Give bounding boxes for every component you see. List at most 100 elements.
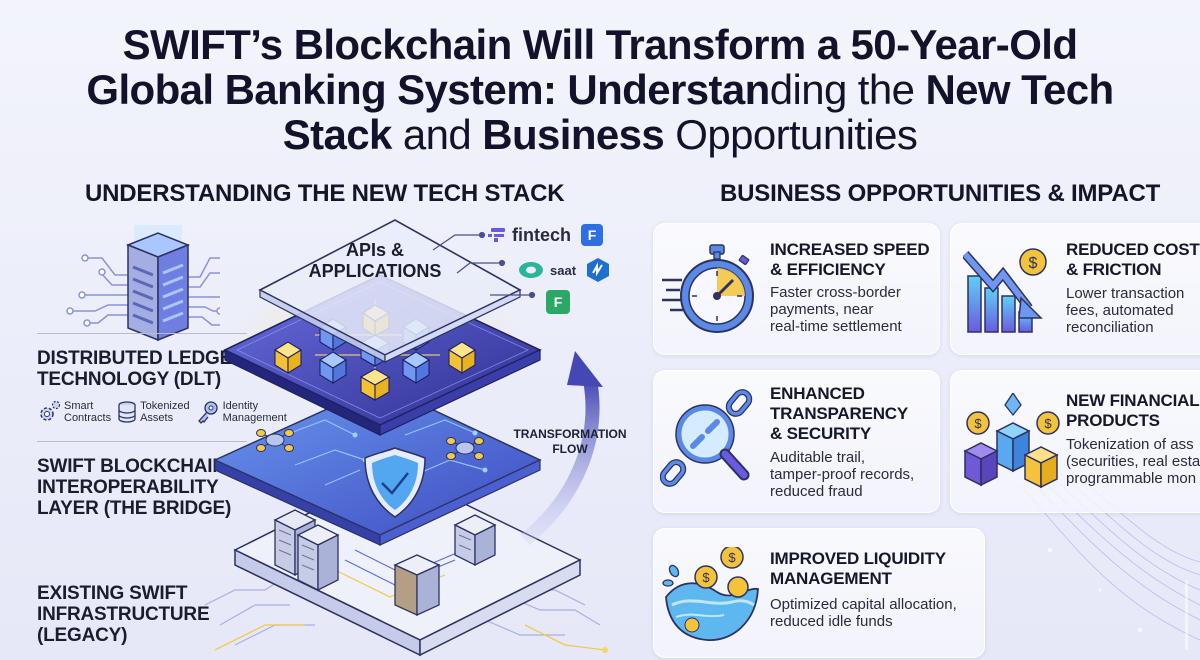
desc-line: Optimized capital allocation, [770, 596, 957, 613]
saat-badge-icon [587, 258, 610, 282]
title-line: IMPROVED LIQUIDITY [770, 549, 946, 568]
svg-text:$: $ [1029, 255, 1038, 272]
title-line: TRANSPARENCY [770, 404, 909, 423]
feature-text: Smart [64, 400, 94, 412]
desc-line: payments, near [770, 301, 874, 318]
desc-line: Faster cross-border [770, 284, 901, 301]
tech-stack-diagram [204, 219, 608, 657]
label-line: APIs & [345, 240, 405, 260]
card-title: REDUCED COSTS& FRICTION [1066, 240, 1200, 280]
desc-line: Lower transaction [1066, 285, 1185, 302]
partner-fintech[interactable]: fintech F [488, 224, 604, 246]
legacy-layer-label: EXISTING SWIFT INFRASTRUCTURE (LEGACY) [37, 583, 210, 646]
transformation-flow-label: TRANSFORMATION FLOW [505, 427, 635, 457]
server-circuit-icon [66, 225, 220, 342]
feature-text: Identity [222, 400, 259, 412]
partner-name: saat [550, 262, 577, 278]
title-line: REDUCED COSTS [1066, 240, 1200, 259]
title-line: PRODUCTS [1066, 411, 1160, 430]
title-text: Global Banking System: Understan [86, 66, 770, 113]
title-line: NEW FINANCIAL [1066, 391, 1200, 410]
title-text: Opportunities [664, 111, 918, 158]
cost-down-chart-icon: $ [963, 248, 1047, 333]
svg-text:$: $ [728, 550, 736, 565]
desc-line: tamper-proof records, [770, 466, 915, 483]
title-line: ENHANCED [770, 384, 865, 403]
label-line: INFRASTRUCTURE [37, 604, 210, 625]
business-opportunities-heading: BUSINESS OPPORTUNITIES & IMPACT [720, 180, 1161, 207]
title-text: ding the [769, 66, 926, 113]
page-title: SWIFT’s Blockchain Will Transform a 50-Y… [0, 22, 1200, 157]
title-line: INCREASED SPEED [770, 240, 930, 259]
partner-third[interactable]: F [546, 290, 570, 314]
title-line-3: Stack and Business Opportunities [0, 112, 1200, 157]
label-line: FLOW [552, 442, 588, 456]
feature-text: Assets [140, 412, 174, 424]
label-line: EXISTING SWIFT [37, 583, 188, 604]
chain-magnifier-icon [660, 389, 753, 487]
svg-text:$: $ [1044, 416, 1052, 431]
desc-line: real-time settlement [770, 318, 902, 335]
card-description: Optimized capital allocation,reduced idl… [770, 596, 957, 630]
label-line: LAYER (THE BRIDGE) [37, 498, 232, 519]
label-line: TECHNOLOGY (DLT) [37, 369, 221, 390]
dlt-layer-label: DISTRIBUTED LEDGER TECHNOLOGY (DLT) [37, 348, 246, 390]
title-text: and [391, 111, 483, 158]
stopwatch-icon [662, 244, 754, 333]
divider [37, 333, 247, 334]
green-f-badge-icon: F [546, 290, 570, 314]
title-text: Business [482, 111, 665, 158]
feature-text: Tokenized [140, 400, 190, 412]
desc-line: reconciliation [1066, 319, 1154, 336]
feature-text: Contracts [64, 412, 112, 424]
card-description: Auditable trail,tamper-proof records,red… [770, 449, 914, 500]
key-icon [197, 401, 218, 424]
title-line: & EFFICIENCY [770, 260, 886, 279]
title-line: MANAGEMENT [770, 569, 892, 588]
feature-text: Management [222, 412, 287, 424]
svg-text:$: $ [974, 416, 982, 431]
partner-saat[interactable]: saat [518, 257, 610, 283]
desc-line: Auditable trail, [770, 449, 866, 466]
partner-name: fintech [512, 224, 572, 245]
desc-line: Tokenization of ass [1066, 436, 1194, 453]
title-text: New Tech [925, 66, 1114, 113]
desc-line: reduced fraud [770, 483, 863, 500]
divider [37, 441, 247, 442]
liquidity-wave-icon: $ $ [662, 547, 759, 641]
svg-text:$: $ [702, 570, 710, 585]
title-line-1: SWIFT’s Blockchain Will Transform a 50-Y… [122, 21, 1078, 68]
label-line: DISTRIBUTED LEDGER [37, 348, 246, 369]
apis-applications-label: APIs & APPLICATIONS [305, 240, 445, 282]
desc-line: (securities, real esta [1066, 453, 1200, 470]
card-description: Tokenization of ass(securities, real est… [1066, 436, 1200, 487]
card-title: INCREASED SPEED& EFFICIENCY [770, 240, 930, 280]
saat-logo-icon [519, 262, 543, 278]
title-text: Stack [282, 111, 393, 158]
gear-icon [40, 400, 61, 421]
fintech-logo-icon [488, 228, 505, 242]
interoperability-layer-label: SWIFT BLOCKCHAIN INTEROPERABILITY LAYER … [37, 456, 231, 519]
card-speed-efficiency: INCREASED SPEED& EFFICIENCY Faster cross… [653, 223, 940, 355]
label-line: (LEGACY) [37, 625, 128, 646]
card-reduced-costs: $ REDUCED COSTS& FRICTION Lower transact… [950, 223, 1200, 355]
desc-line: reduced idle funds [770, 613, 893, 630]
label-line: SWIFT BLOCKCHAIN [37, 456, 226, 477]
tech-stack-heading: UNDERSTANDING THE NEW TECH STACK [85, 180, 565, 207]
label-line: APPLICATIONS [308, 261, 442, 281]
title-line: & FRICTION [1066, 260, 1162, 279]
label-line: TRANSFORMATION [513, 427, 627, 441]
desc-line: fees, automated [1066, 302, 1174, 319]
fintech-badge-icon: F [581, 224, 604, 246]
